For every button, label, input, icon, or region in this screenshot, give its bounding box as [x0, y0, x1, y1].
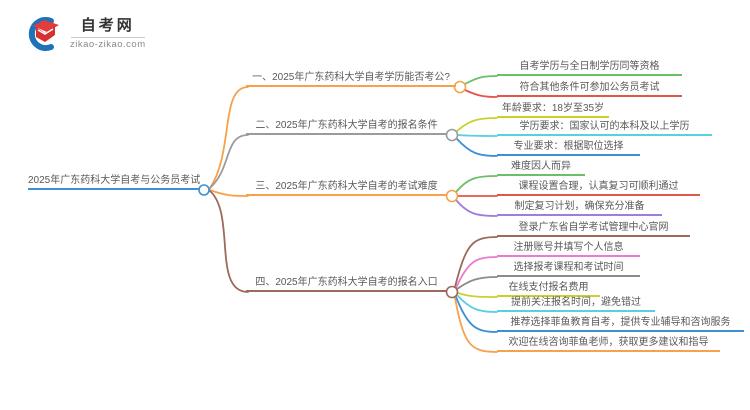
- site-logo[interactable]: 自考网 zikao-zikao.com: [24, 14, 146, 54]
- leaf-node[interactable]: 推荐选择菲鱼教育自考，提供专业辅导和咨询服务: [497, 316, 744, 332]
- branch-node-3[interactable]: 三、2025年广东药科大学自考的考试难度: [246, 180, 447, 196]
- connector-b4-child-7: [454, 297, 498, 353]
- leaf-node[interactable]: 选择报考课程和考试时间: [497, 261, 640, 277]
- branch-4-node-toggle[interactable]: [445, 285, 459, 299]
- root-node[interactable]: 2025年广东药科大学自考与公务员考试: [28, 174, 200, 190]
- logo-text: 自考网 zikao-zikao.com: [70, 17, 146, 51]
- connector-b4-child-3: [456, 276, 498, 290]
- leaf-node[interactable]: 欢迎在线咨询菲鱼老师，获取更多建议和指导: [497, 336, 720, 352]
- connector-b2-child-3: [456, 138, 498, 157]
- leaf-node[interactable]: 制定复习计划，确保充分准备: [497, 200, 662, 216]
- connector-root-branch-1: [209, 86, 249, 189]
- branch-1-node-toggle[interactable]: [453, 80, 467, 94]
- leaf-node[interactable]: 提前关注报名时间，避免错过: [497, 296, 655, 312]
- branch-3-node-toggle[interactable]: [445, 189, 459, 203]
- connector-b3-child-1: [455, 175, 498, 193]
- branch-2-node-toggle[interactable]: [445, 128, 459, 142]
- connector-b4-child-2: [455, 256, 498, 289]
- connector-b3-child-3: [455, 199, 498, 217]
- connector-root-branch-4: [209, 190, 249, 293]
- leaf-node[interactable]: 在线支付报名费用: [497, 281, 600, 297]
- connector-b1-child-1: [464, 75, 498, 85]
- leaf-node[interactable]: 符合其他条件可参加公务员考试: [497, 81, 682, 97]
- leaf-node[interactable]: 专业要求：根据职位选择: [497, 140, 640, 156]
- connector-b4-child-1: [454, 236, 498, 288]
- connector-b2-child-2: [457, 134, 498, 137]
- root-node-toggle[interactable]: [198, 184, 210, 196]
- connector-b4-child-4: [457, 292, 498, 298]
- site-url: zikao-zikao.com: [70, 39, 146, 50]
- logo-cap-top: [33, 20, 59, 32]
- leaf-node[interactable]: 登录广东省自学考试管理中心官网: [497, 221, 690, 237]
- connector-root-branch-3: [209, 189, 249, 197]
- branch-node-2[interactable]: 二、2025年广东药科大学自考的报名条件: [246, 119, 447, 135]
- leaf-node[interactable]: 注册账号并填写个人信息: [497, 241, 640, 257]
- graduation-cap-icon: [28, 17, 59, 51]
- connector-root-branch-2: [209, 134, 249, 189]
- leaf-node[interactable]: 年龄要求：18岁至35岁: [497, 102, 609, 118]
- branch-node-1[interactable]: 一、2025年广东药科大学自考学历能否考公?: [246, 71, 456, 87]
- leaf-node[interactable]: 课程设置合理，认真复习可顺利通过: [497, 180, 700, 196]
- leaf-node[interactable]: 自考学历与全日制学历同等资格: [497, 60, 682, 76]
- leaf-node[interactable]: 难度因人而异: [497, 160, 585, 176]
- site-name: 自考网: [70, 17, 145, 38]
- connector-b1-child-2: [464, 89, 498, 98]
- connector-b2-child-1: [456, 117, 498, 132]
- logo-cap-chevron: [37, 28, 54, 35]
- connector-b4-child-5: [456, 294, 498, 313]
- connector-b4-child-6: [455, 296, 498, 333]
- branch-node-4[interactable]: 四、2025年广东药科大学自考的报名入口: [246, 276, 447, 292]
- leaf-node[interactable]: 学历要求：国家认可的本科及以上学历: [497, 120, 712, 136]
